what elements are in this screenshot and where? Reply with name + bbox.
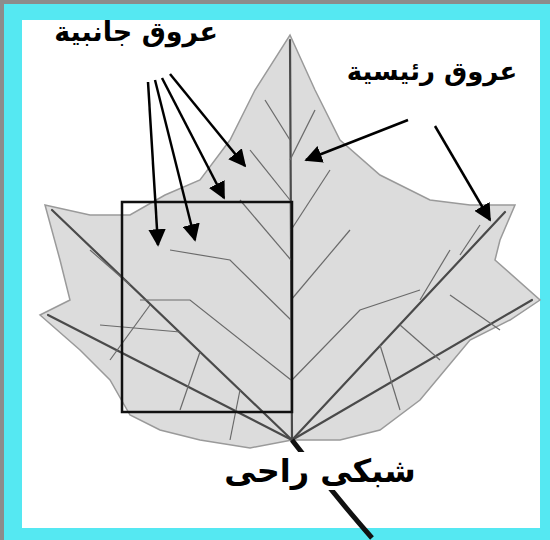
detail-frame xyxy=(122,202,292,412)
leader-arrows xyxy=(148,74,490,245)
main-veins xyxy=(48,40,532,440)
leaf-blade xyxy=(40,35,540,448)
side-veins-label: عروق جانبية xyxy=(54,16,218,48)
main-veins-label: عروق رئيسية xyxy=(347,56,518,87)
venation-type-label: شبكى راحى xyxy=(218,452,421,490)
